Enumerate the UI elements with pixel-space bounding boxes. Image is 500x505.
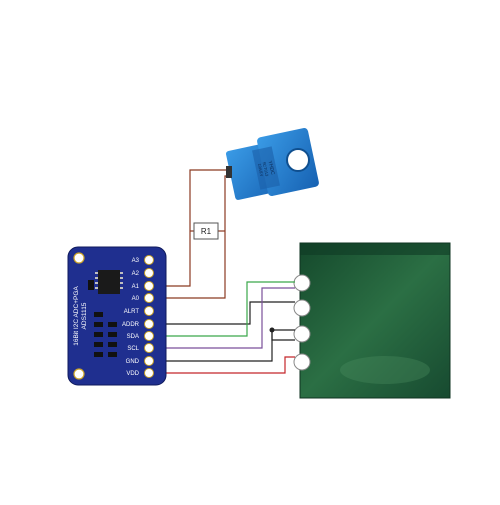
wire-scl bbox=[158, 287, 295, 349]
controller-panel bbox=[299, 242, 451, 399]
sensor-model: SCT013 bbox=[262, 161, 270, 177]
pin-label-vdd: VDD bbox=[126, 371, 139, 377]
wire-sensor-a1 bbox=[158, 169, 228, 287]
ads1115-board: 16Bit I2C ADC+PGA ADS1115 A3 A2 A1 A0 AL… bbox=[67, 246, 167, 386]
pin-pad bbox=[144, 331, 154, 341]
pin-pad bbox=[144, 293, 154, 303]
wire-vdd bbox=[158, 356, 295, 374]
pin-pad bbox=[144, 356, 154, 366]
board-title: 16Bit I2C ADC+PGA bbox=[73, 286, 80, 346]
pin-label-a0: A0 bbox=[132, 296, 140, 302]
resistor-label: R1 bbox=[201, 227, 212, 236]
pin-pad bbox=[144, 343, 154, 353]
board-model: ADS1115 bbox=[81, 302, 88, 329]
resistor-r1: R1 bbox=[193, 222, 219, 240]
panel-terminal bbox=[293, 274, 311, 292]
wire-gnd bbox=[158, 329, 295, 362]
mounting-hole bbox=[73, 252, 85, 264]
pin-label-addr: ADDR bbox=[122, 322, 140, 328]
pin-pad bbox=[144, 306, 154, 316]
wire-addr bbox=[158, 301, 295, 325]
pin-labels: A3 A2 A1 A0 ALRT ADDR SDA SCL GND VDD bbox=[122, 258, 140, 377]
pin-pad bbox=[144, 368, 154, 378]
current-sensor: YHDC SCT013 10A/1V bbox=[225, 127, 319, 200]
panel-terminals bbox=[293, 274, 311, 371]
pin-pads bbox=[144, 255, 154, 378]
sensor-rating: 10A/1V bbox=[257, 163, 265, 177]
pin-label-scl: SCL bbox=[127, 346, 139, 352]
pin-label-a3: A3 bbox=[132, 258, 140, 264]
pin-pad bbox=[144, 281, 154, 291]
pin-pad bbox=[144, 319, 154, 329]
pin-pad bbox=[144, 255, 154, 265]
sensor-brand: YHDC bbox=[267, 160, 276, 175]
pin-label-a1: A1 bbox=[132, 284, 140, 290]
wires bbox=[158, 169, 295, 374]
pin-pad bbox=[144, 268, 154, 278]
pin-label-alrt: ALRT bbox=[124, 309, 140, 315]
panel-terminal bbox=[293, 353, 311, 371]
wire-sda bbox=[158, 281, 295, 337]
panel-terminal bbox=[293, 325, 311, 343]
mounting-hole bbox=[73, 368, 85, 380]
pin-label-gnd: GND bbox=[126, 359, 140, 365]
pin-label-sda: SDA bbox=[127, 334, 139, 340]
adc-chip bbox=[98, 270, 120, 294]
panel-terminal bbox=[293, 299, 311, 317]
pin-label-a2: A2 bbox=[132, 271, 140, 277]
smd-components bbox=[88, 280, 117, 357]
